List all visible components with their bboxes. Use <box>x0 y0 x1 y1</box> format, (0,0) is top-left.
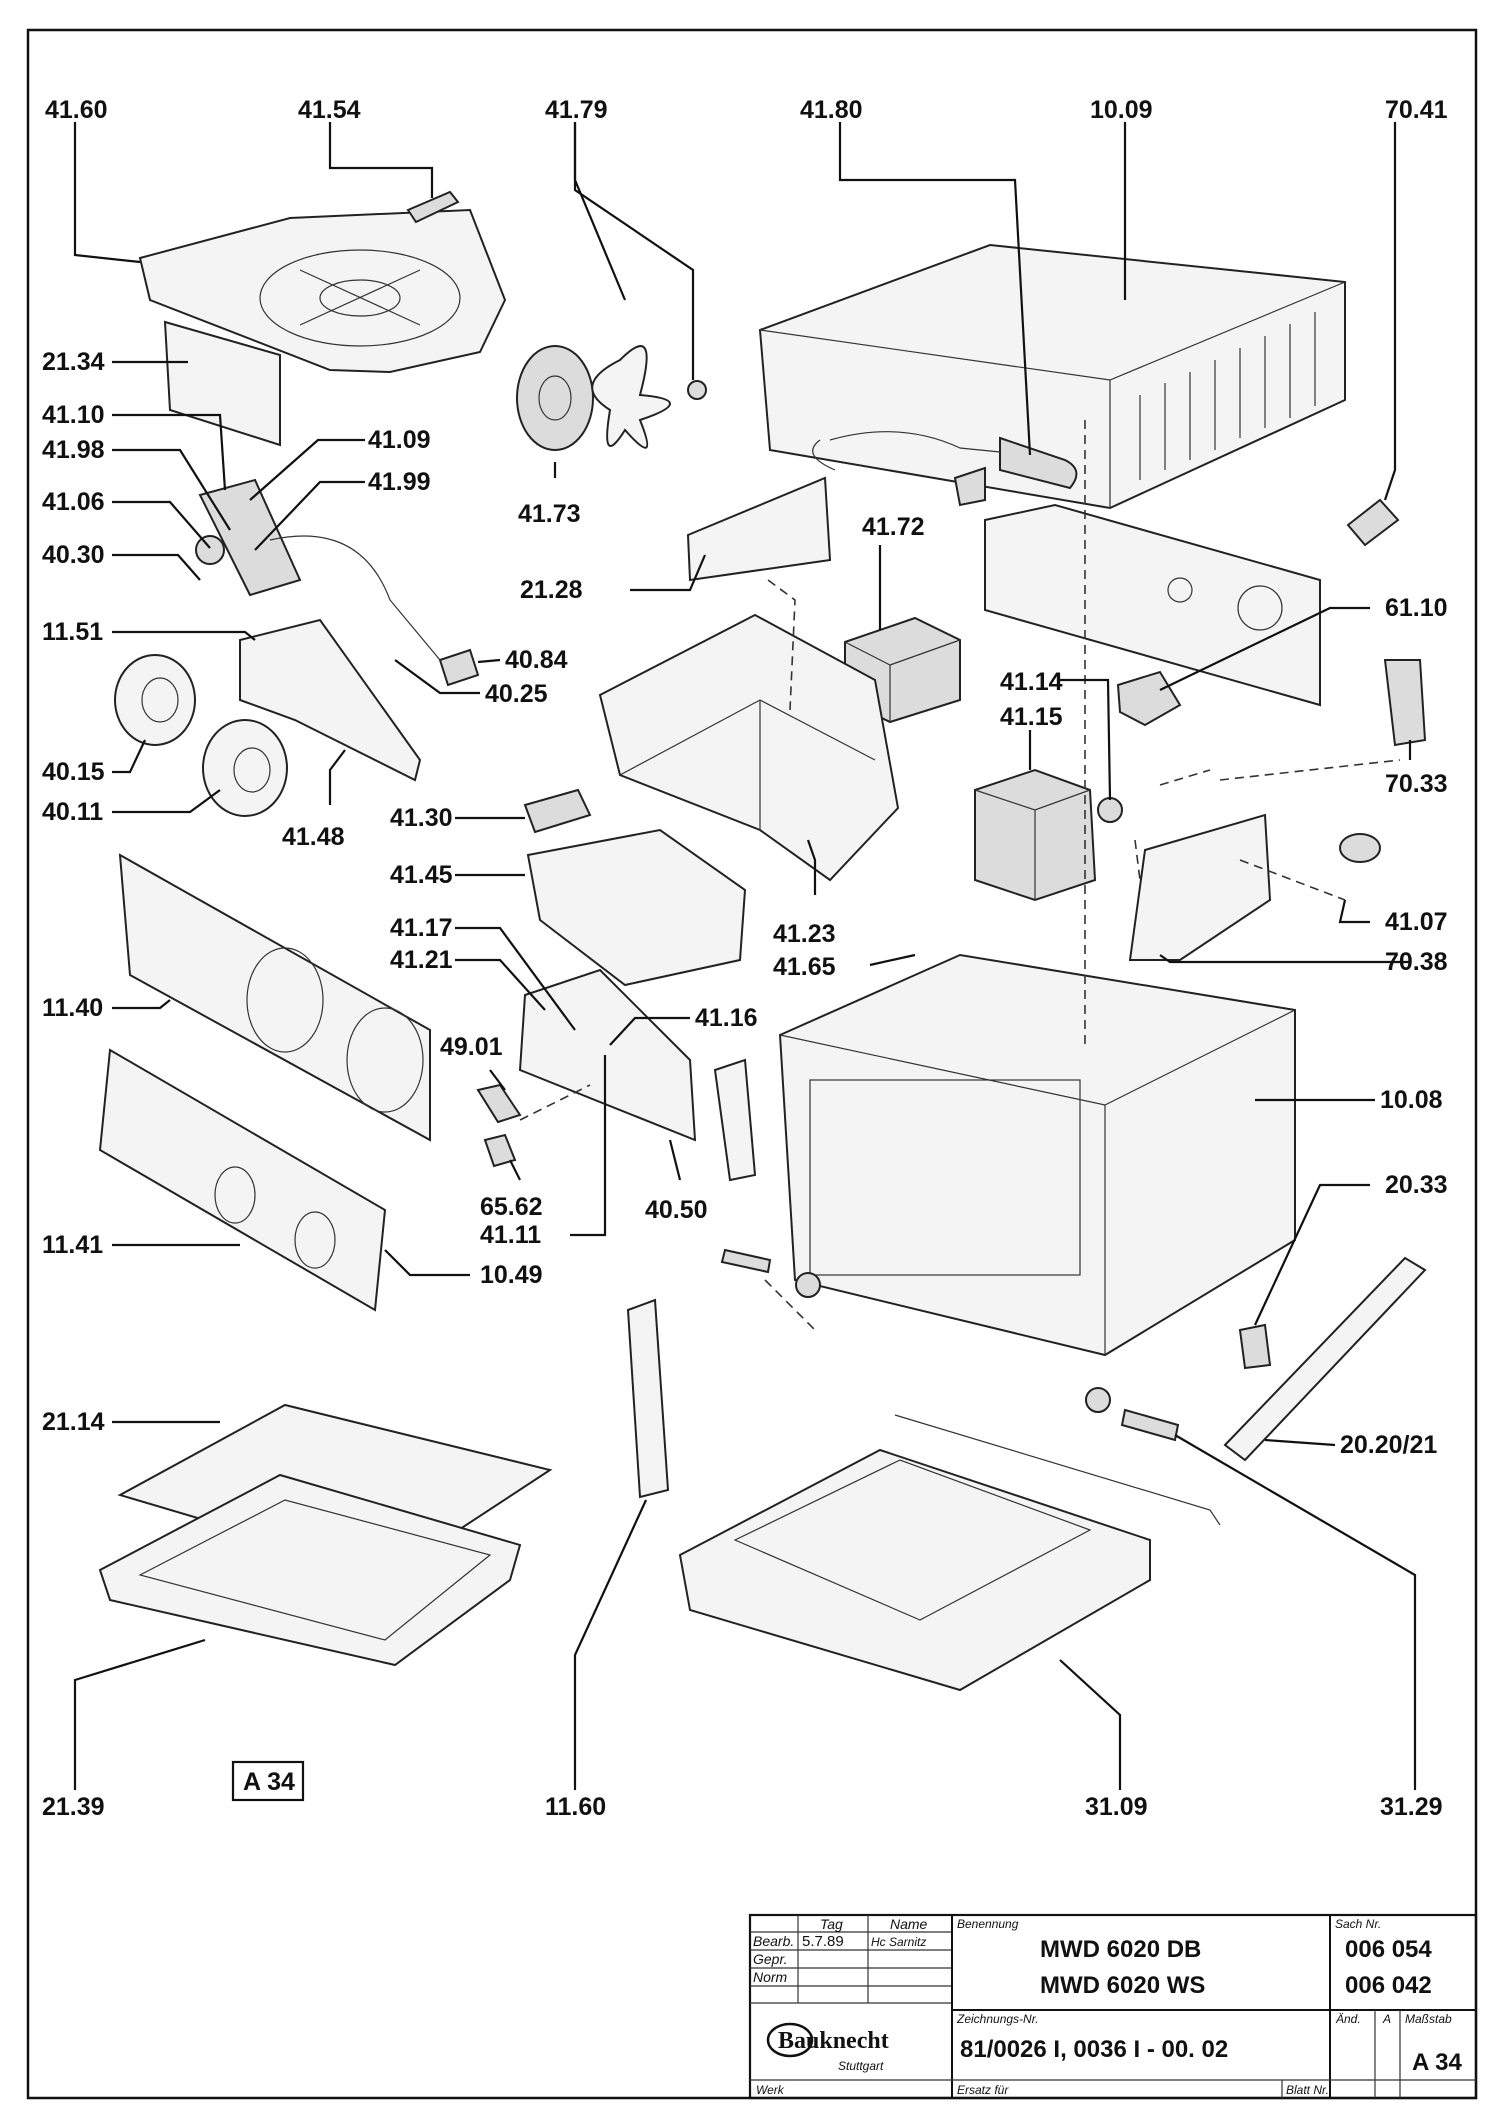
col-name-caption: Name <box>890 1916 928 1932</box>
label-41-09: 41.09 <box>368 426 431 454</box>
label-41-07: 41.07 <box>1385 908 1448 936</box>
label-41-80: 41.80 <box>800 96 863 124</box>
sheet-tag-box <box>231 1760 305 1802</box>
label-31-09: 31.09 <box>1085 1793 1148 1821</box>
label-41-60: 41.60 <box>45 96 108 124</box>
sachnr-2: 006 042 <box>1345 1972 1432 1999</box>
label-70-33: 70.33 <box>1385 770 1448 798</box>
sachnr-caption: Sach Nr. <box>1335 1917 1381 1931</box>
label-61-10: 61.10 <box>1385 594 1448 622</box>
row-norm-caption: Norm <box>753 1969 788 1985</box>
col-tag-caption: Tag <box>820 1916 843 1932</box>
label-21-39: 21.39 <box>42 1793 105 1821</box>
sachnr-1: 006 054 <box>1345 1936 1432 1963</box>
label-31-29: 31.29 <box>1380 1793 1443 1821</box>
label-41-98: 41.98 <box>42 436 105 464</box>
label-40-30: 40.30 <box>42 541 105 569</box>
label-41-72: 41.72 <box>862 513 925 541</box>
label-11-60: 11.60 <box>545 1793 606 1821</box>
aend-value: A <box>1382 2012 1391 2026</box>
blatt-caption: Blatt Nr. <box>1286 2083 1329 2097</box>
row-bearb-caption: Bearb. <box>753 1933 794 1949</box>
label-40-25: 40.25 <box>485 680 548 708</box>
werk-caption: Werk <box>756 2083 785 2097</box>
label-11-41: 11.41 <box>42 1231 103 1259</box>
leader-lines <box>73 122 1417 1790</box>
label-41-16: 41.16 <box>695 1004 758 1032</box>
label-40-11: 40.11 <box>42 798 103 826</box>
label-21-34: 21.34 <box>42 348 105 376</box>
massstab-caption: Maßstab <box>1405 2012 1452 2026</box>
label-41-11: 41.11 <box>480 1221 541 1249</box>
model-1: MWD 6020 DB <box>1040 1936 1201 1963</box>
label-41-54: 41.54 <box>298 96 361 124</box>
benennung-caption: Benennung <box>957 1917 1019 1931</box>
drawing-number: 81/0026 I, 0036 I - 00. 02 <box>960 2036 1228 2063</box>
label-41-10: 41.10 <box>42 401 105 429</box>
label-70-38: 70.38 <box>1385 948 1448 976</box>
brand-logo: Bauknecht <box>778 2028 889 2054</box>
label-20-33: 20.33 <box>1385 1171 1448 1199</box>
label-10-49: 10.49 <box>480 1261 543 1289</box>
assembly-guide-lines <box>519 420 1401 1331</box>
row-gepr-caption: Gepr. <box>753 1951 788 1967</box>
label-49-01: 49.01 <box>440 1033 503 1061</box>
title-block: Tag Name Bearb. Gepr. Norm 5.7.89 Hc Sar… <box>748 1913 1478 2100</box>
model-2: MWD 6020 WS <box>1040 1972 1205 1999</box>
ersatz-caption: Ersatz für <box>957 2083 1009 2097</box>
label-21-14: 21.14 <box>42 1408 105 1436</box>
zeichnung-caption: Zeichnungs-Nr. <box>956 2012 1039 2026</box>
label-41-65: 41.65 <box>773 953 836 981</box>
label-11-51: 11.51 <box>42 618 103 646</box>
label-41-21: 41.21 <box>390 946 453 974</box>
label-41-73: 41.73 <box>518 500 581 528</box>
sheet-tag: A 34 <box>243 1768 295 1796</box>
label-40-84: 40.84 <box>505 646 568 674</box>
label-11-40: 11.40 <box>42 994 103 1022</box>
label-21-28: 21.28 <box>520 576 583 604</box>
label-10-08: 10.08 <box>1380 1086 1443 1114</box>
bearb-name: Hc Sarnitz <box>871 1935 926 1949</box>
label-41-14: 41.14 <box>1000 668 1063 696</box>
bearb-date: 5.7.89 <box>802 1933 844 1950</box>
label-41-17: 41.17 <box>390 914 453 942</box>
parts-artwork <box>98 190 1427 1692</box>
label-41-79: 41.79 <box>545 96 608 124</box>
label-65-62: 65.62 <box>480 1193 543 1221</box>
part-labels: 41.60 41.54 41.79 41.80 10.09 70.41 21.3… <box>42 96 1448 1821</box>
sheet-code: A 34 <box>1412 2049 1462 2076</box>
label-40-15: 40.15 <box>42 758 105 786</box>
label-20-20-21: 20.20/21 <box>1340 1431 1437 1459</box>
label-10-09: 10.09 <box>1090 96 1153 124</box>
label-41-23: 41.23 <box>773 920 836 948</box>
label-41-45: 41.45 <box>390 861 453 889</box>
label-40-50: 40.50 <box>645 1196 708 1224</box>
label-70-41: 70.41 <box>1385 96 1448 124</box>
aend-caption: Änd. <box>1335 2012 1361 2026</box>
label-41-99: 41.99 <box>368 468 431 496</box>
label-41-06: 41.06 <box>42 488 105 516</box>
label-41-30: 41.30 <box>390 804 453 832</box>
label-41-48: 41.48 <box>282 823 345 851</box>
brand-city: Stuttgart <box>838 2059 884 2073</box>
label-41-15: 41.15 <box>1000 703 1063 731</box>
